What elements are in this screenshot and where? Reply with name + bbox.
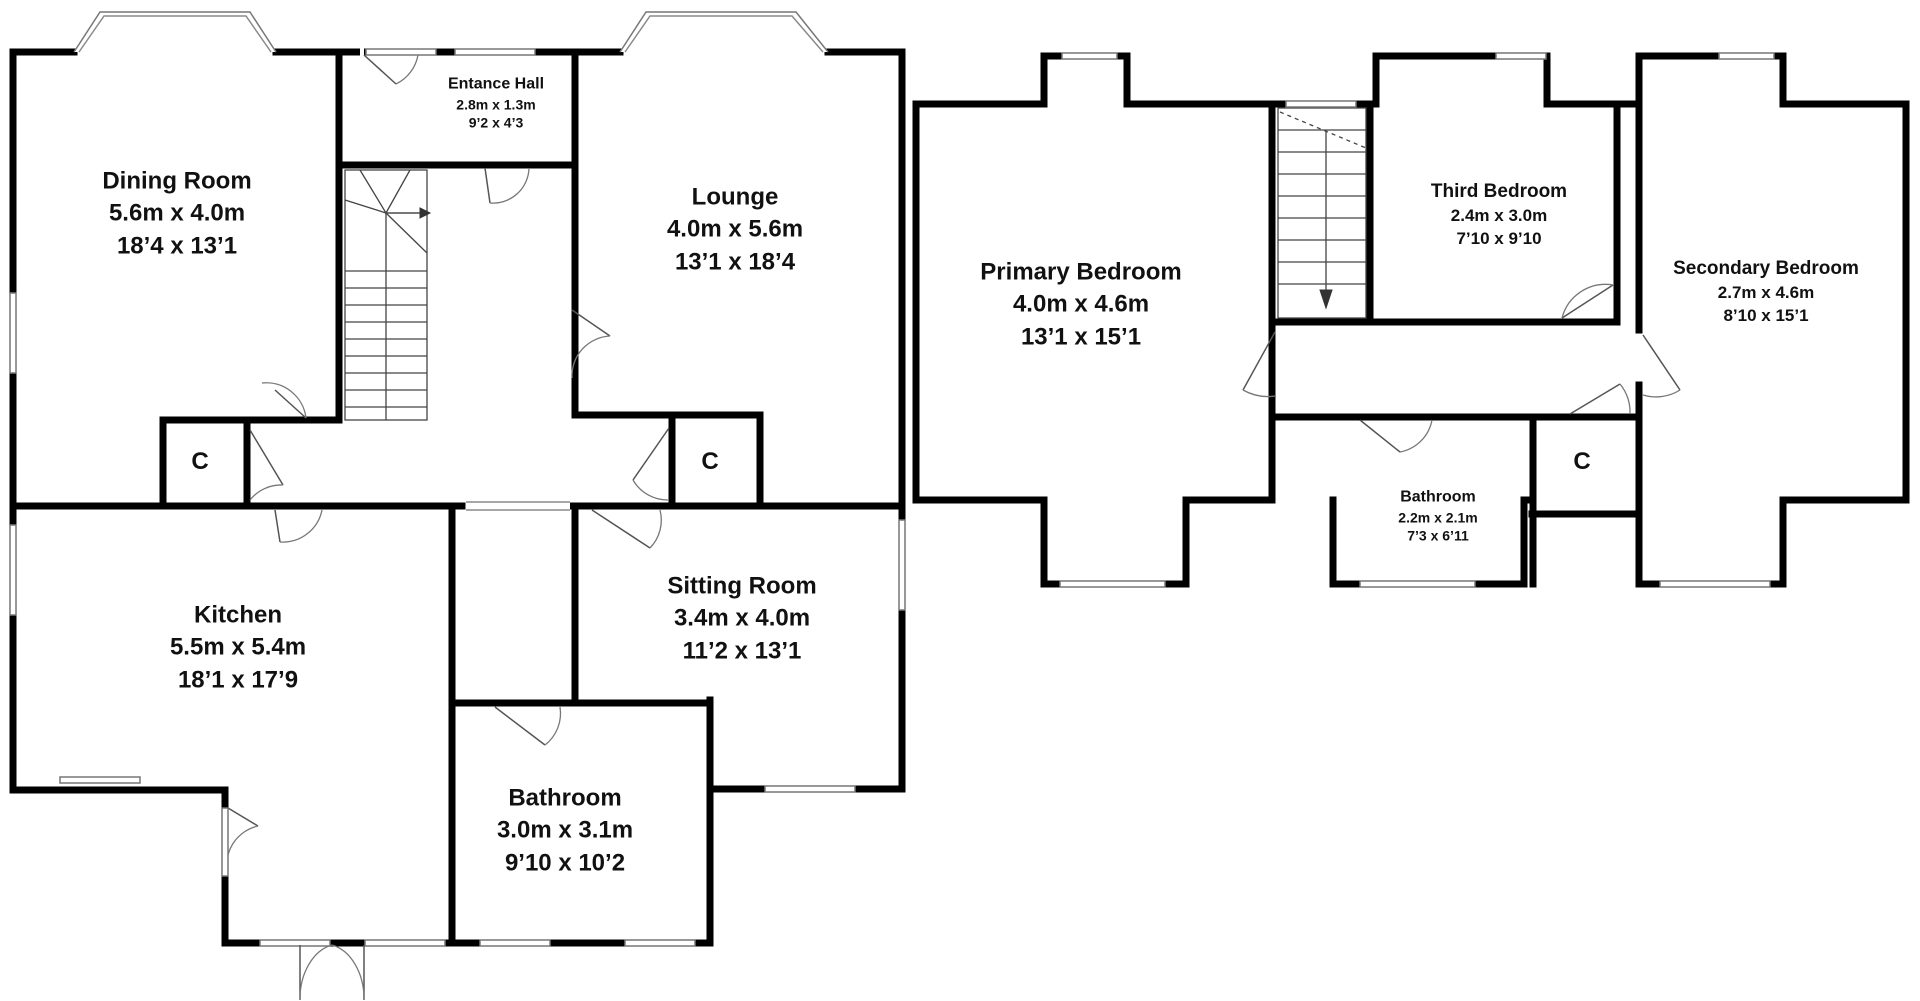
ground-floor-doors xyxy=(221,47,670,1001)
room-size-metric: 5.6m x 4.0m xyxy=(108,199,246,227)
room-label-secondary-bedroom: Secondary Bedroom 2.7m x 4.6m 8’10 x 15’… xyxy=(1673,256,1859,328)
room-size-imperial: 13’1 x 18’4 xyxy=(674,248,796,276)
first-floor-staircase xyxy=(1277,107,1367,319)
room-name: Lounge xyxy=(691,183,779,211)
room-name: Sitting Room xyxy=(667,572,817,600)
cupboard-label-ground-left: C xyxy=(191,447,209,475)
ground-floor-interior-walls xyxy=(9,48,906,794)
room-label-primary-bedroom: Primary Bedroom 4.0m x 4.6m 13’1 x 15’1 xyxy=(980,256,1181,353)
room-name: Secondary Bedroom xyxy=(1673,258,1859,280)
room-label-lounge: Lounge 4.0m x 5.6m 13’1 x 18’4 xyxy=(667,181,803,278)
first-floor-windows xyxy=(1059,52,1775,588)
room-size-imperial: 9’2 x 4’3 xyxy=(468,114,524,131)
room-name: Kitchen xyxy=(193,601,282,629)
room-size-metric: 2.4m x 3.0m xyxy=(1450,205,1548,225)
ground-floor xyxy=(9,11,906,1001)
bay-window-lounge xyxy=(619,11,829,53)
cupboard-label-first: C xyxy=(1573,447,1591,475)
room-name: Dining Room xyxy=(102,167,252,195)
bay-window-dining xyxy=(73,11,277,53)
first-floor-doors xyxy=(1242,283,1681,453)
first-floor xyxy=(912,52,1910,588)
room-label-bathroom-first: Bathroom 2.2m x 2.1m 7’3 x 6’11 xyxy=(1398,486,1477,545)
ground-floor-windows xyxy=(9,48,906,947)
room-size-imperial: 9’10 x 10’2 xyxy=(504,849,626,877)
room-size-metric: 3.4m x 4.0m xyxy=(673,604,811,632)
room-size-metric: 4.0m x 4.6m xyxy=(1012,290,1150,318)
room-size-imperial: 7’10 x 9’10 xyxy=(1456,228,1542,248)
room-label-third-bedroom: Third Bedroom 2.4m x 3.0m 7’10 x 9’10 xyxy=(1431,179,1567,251)
room-size-metric: 2.2m x 2.1m xyxy=(1398,508,1478,525)
first-floor-interior-walls xyxy=(1268,100,1643,588)
room-size-metric: 3.0m x 3.1m xyxy=(496,816,634,844)
room-name: Bathroom xyxy=(508,784,622,812)
room-size-imperial: 11’2 x 13’1 xyxy=(682,637,802,665)
room-size-imperial: 8’10 x 15’1 xyxy=(1723,305,1809,325)
archway-marks xyxy=(466,501,570,511)
room-name: Primary Bedroom xyxy=(980,258,1182,286)
room-size-imperial: 18’1 x 17’9 xyxy=(177,666,299,694)
ground-floor-staircase xyxy=(344,169,432,421)
room-size-imperial: 7’3 x 6’11 xyxy=(1407,527,1469,544)
cupboard-label-ground-right: C xyxy=(701,447,719,475)
room-label-dining-room: Dining Room 5.6m x 4.0m 18’4 x 13’1 xyxy=(102,165,251,262)
room-size-metric: 2.8m x 1.3m xyxy=(456,95,536,112)
room-label-entrance-hall: Entance Hall 2.8m x 1.3m 9’2 x 4’3 xyxy=(448,73,544,132)
room-label-kitchen: Kitchen 5.5m x 5.4m 18’1 x 17’9 xyxy=(170,599,306,696)
room-name: Entance Hall xyxy=(447,75,545,93)
room-name: Third Bedroom xyxy=(1430,181,1568,203)
room-label-bathroom-ground: Bathroom 3.0m x 3.1m 9’10 x 10’2 xyxy=(497,782,633,879)
room-size-imperial: 13’1 x 15’1 xyxy=(1020,323,1142,351)
room-size-metric: 4.0m x 5.6m xyxy=(666,215,804,243)
archway-opening xyxy=(466,500,570,512)
room-size-imperial: 18’4 x 13’1 xyxy=(116,232,238,260)
room-size-metric: 5.5m x 5.4m xyxy=(169,633,307,661)
room-size-metric: 2.7m x 4.6m xyxy=(1717,282,1815,302)
room-name: Bathroom xyxy=(1400,488,1476,506)
room-label-sitting-room: Sitting Room 3.4m x 4.0m 11’2 x 13’1 xyxy=(667,570,816,667)
